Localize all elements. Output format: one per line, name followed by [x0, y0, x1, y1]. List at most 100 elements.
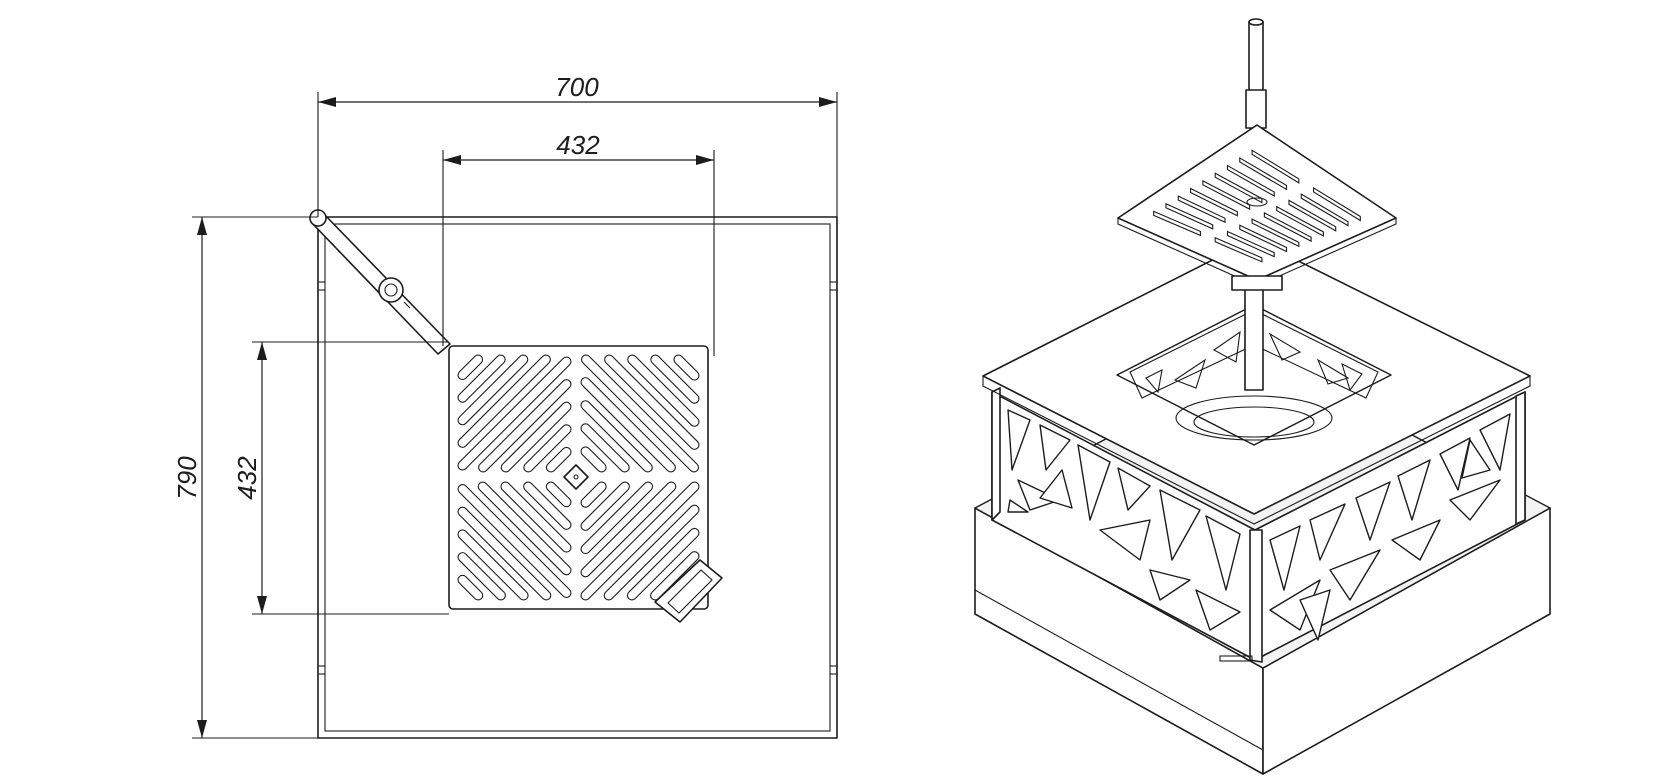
lattice-cutout — [1205, 515, 1241, 591]
grate-slot — [545, 446, 572, 473]
grate-slot — [650, 354, 700, 404]
lattice-cutout — [1449, 479, 1501, 521]
iso-grate-slot — [1165, 202, 1214, 230]
iso-grate-slot — [1251, 149, 1300, 184]
dimension-grate-depth: 432 — [232, 342, 267, 614]
lattice-cutout — [1397, 459, 1431, 521]
grate-slot — [457, 483, 572, 599]
grate-slot — [604, 354, 700, 450]
grate-slot — [580, 400, 653, 473]
grate-slot — [580, 446, 607, 473]
grate-slot — [457, 354, 506, 403]
lattice-cutout — [1159, 489, 1201, 561]
lattice-walls — [991, 387, 1526, 663]
iso-grate-slot — [1202, 179, 1251, 211]
lattice-cutout — [1329, 549, 1381, 601]
grate-slot — [580, 481, 700, 601]
label-overall-depth: 790 — [172, 456, 202, 500]
lattice-cutout — [1269, 525, 1301, 591]
iso-grate-slot — [1214, 236, 1263, 263]
lattice-cutout — [1299, 589, 1331, 641]
iso-grate-slot — [1153, 210, 1201, 237]
iso-grate-slots — [1153, 149, 1361, 263]
dimension-grate-width: 432 — [443, 130, 714, 165]
grate-slot — [457, 354, 529, 426]
lattice-cutout — [1355, 481, 1391, 541]
grate-slot — [457, 574, 484, 601]
grate-slot — [457, 354, 551, 448]
lattice-cutout — [1077, 444, 1111, 521]
iso-grate-slot — [1276, 205, 1324, 237]
dimension-overall-width: 700 — [318, 72, 837, 107]
lattice-cutout — [1007, 409, 1031, 471]
grate-slot — [580, 481, 630, 531]
grate-slot — [580, 354, 700, 473]
frame-ticks — [318, 281, 837, 675]
lattice-cutout — [1017, 479, 1061, 511]
grate-slot — [457, 552, 506, 601]
grate-slot — [457, 529, 529, 601]
grate-slot — [673, 354, 700, 381]
grate-slot — [580, 481, 654, 555]
grate-slot — [603, 504, 700, 601]
lattice-cutout — [1461, 439, 1491, 479]
grate-slot — [523, 424, 572, 473]
grate-slot — [580, 423, 630, 473]
dimension-overall-depth: 790 — [172, 217, 207, 738]
grate-slot — [457, 356, 572, 471]
label-overall-width: 700 — [555, 72, 599, 102]
lattice-cutout — [1117, 467, 1151, 511]
lever-handle — [309, 209, 451, 355]
lattice-cutout — [1007, 499, 1029, 513]
grate-isometric — [1117, 124, 1397, 291]
grate-slot — [500, 481, 572, 553]
frame-outer — [317, 216, 838, 739]
iso-grate-slot — [1214, 172, 1263, 204]
lattice-cutout — [1039, 424, 1071, 471]
lattice-cutout — [1309, 503, 1346, 561]
iso-grate-slot — [1239, 224, 1288, 253]
iso-grate-slot — [1251, 218, 1300, 248]
grate-top-view — [448, 345, 723, 623]
extension-lines — [192, 92, 838, 739]
iso-grate-slot — [1226, 164, 1275, 197]
grate-slot — [650, 551, 700, 601]
iso-grate-slot — [1239, 156, 1288, 191]
grate-slot — [627, 354, 700, 427]
lattice-left-cutouts — [1007, 409, 1241, 631]
label-grate-width: 432 — [556, 130, 600, 160]
lattice-cutout — [1195, 589, 1241, 631]
grate-slot — [477, 481, 572, 576]
iso-grate-slot — [1313, 186, 1361, 222]
grate-slot — [500, 401, 572, 473]
iso-grate-slot — [1177, 195, 1226, 224]
iso-grate-slot — [1288, 199, 1337, 232]
grate-slot — [457, 354, 484, 381]
lattice-cutout — [1439, 437, 1471, 491]
lattice-cutout — [1391, 519, 1441, 561]
lattice-right-cutouts — [1269, 413, 1511, 641]
lattice-cutout — [1479, 413, 1511, 471]
iso-grate-slot — [1263, 211, 1312, 243]
lattice-cutout — [1099, 519, 1151, 561]
iso-grate-slot — [1226, 230, 1275, 258]
top-view: 700 432 790 432 — [172, 72, 838, 739]
grate-slot — [580, 481, 677, 578]
grate-slots — [457, 354, 700, 601]
lattice-cutout — [1149, 569, 1191, 601]
grate-slot — [523, 481, 572, 530]
frame-inner — [324, 223, 831, 732]
grate-slot — [478, 379, 572, 473]
grate-slot — [580, 377, 676, 473]
iso-grate-slot — [1190, 187, 1238, 217]
lattice-cutout — [1039, 469, 1073, 509]
label-grate-depth: 432 — [232, 456, 262, 500]
isometric-view — [974, 18, 1551, 775]
iso-grate-slot — [1300, 193, 1349, 227]
grate-slot — [580, 481, 607, 508]
grate-slot — [457, 506, 552, 601]
grate-slot — [626, 527, 700, 601]
grate-slot — [545, 481, 572, 508]
center-rod — [1244, 18, 1267, 391]
